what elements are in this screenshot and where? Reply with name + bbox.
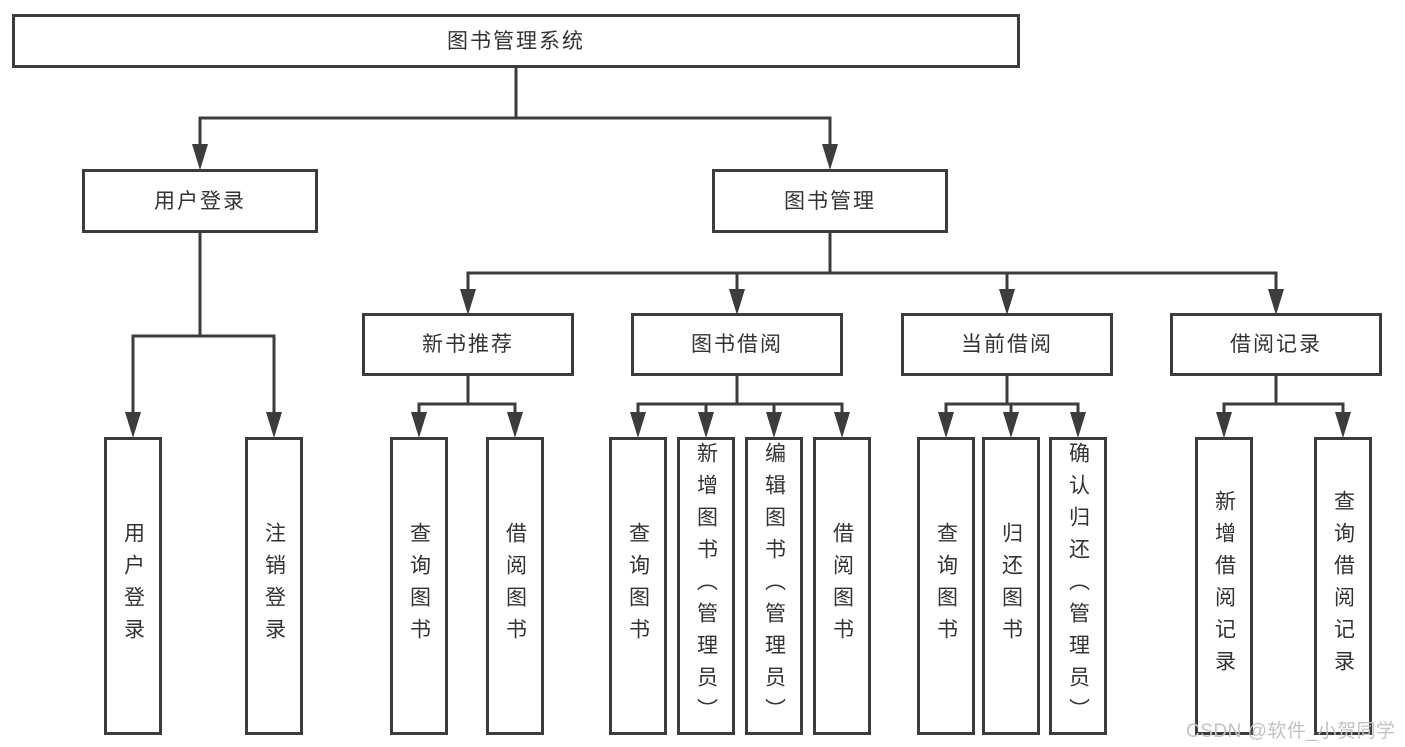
arrowhead-down-icon [999, 289, 1015, 315]
arrowhead-down-icon [125, 412, 141, 438]
node-user-login: 用户登录 [82, 169, 318, 233]
leaf-currentborrow-confirm-return-admin: 确认归还（管理员） [1049, 437, 1107, 735]
connector-root-to-level2 [192, 68, 838, 170]
node-book-borrow: 图书借阅 [631, 313, 843, 376]
leaf-bookborrow-borrow-books: 借阅图书 [813, 437, 871, 735]
node-label: 查询图书 [626, 522, 650, 650]
arrowhead-down-icon [266, 412, 282, 438]
arrowhead-down-icon [1070, 412, 1086, 438]
leaf-bookborrow-add-book-admin: 新增图书（管理员） [677, 437, 735, 735]
node-label: 图书管理系统 [447, 29, 585, 53]
node-borrow-records: 借阅记录 [1170, 313, 1382, 376]
arrowhead-down-icon [698, 412, 714, 438]
connector-line [417, 402, 517, 414]
csdn-watermark: CSDN @软件_小贺同学 [1186, 721, 1396, 742]
arrowhead-down-icon [1003, 412, 1019, 438]
leaf-bookborrow-edit-book-admin: 编辑图书（管理员） [745, 437, 803, 735]
connector-bookmgmt-to-level3 [460, 233, 1284, 315]
node-label: 图书借阅 [691, 333, 783, 356]
node-current-borrow: 当前借阅 [901, 313, 1113, 376]
arrowhead-down-icon [938, 412, 954, 438]
node-label: 新增图书（管理员） [694, 442, 718, 730]
arrowhead-down-icon [411, 412, 427, 438]
connector-currentborrow-to-leaves [938, 376, 1086, 438]
node-label: 借阅图书 [503, 522, 527, 650]
node-label: 编辑图书（管理员） [762, 442, 786, 730]
leaf-userlogin-login: 用户登录 [104, 437, 162, 735]
connector-line [198, 116, 832, 146]
arrowhead-down-icon [766, 412, 782, 438]
arrowhead-down-icon [1268, 289, 1284, 315]
arrowhead-down-icon [1216, 412, 1232, 438]
node-label: 图书管理 [784, 189, 876, 213]
connector-line [131, 334, 276, 414]
node-label: 用户登录 [121, 522, 145, 650]
leaf-currentborrow-query-books: 查询图书 [917, 437, 975, 735]
arrowhead-down-icon [630, 412, 646, 438]
node-label: 注销登录 [262, 522, 286, 650]
arrowhead-down-icon [1335, 412, 1351, 438]
node-label: 新增借阅记录 [1212, 490, 1236, 682]
arrowhead-down-icon [460, 289, 476, 315]
node-label: 查询图书 [407, 522, 431, 650]
arrowhead-down-icon [192, 144, 208, 170]
connector-line [636, 402, 844, 414]
arrowhead-down-icon [834, 412, 850, 438]
leaf-records-add-borrow-record: 新增借阅记录 [1195, 437, 1253, 735]
leaf-newbook-query-books: 查询图书 [390, 437, 448, 735]
node-label: 当前借阅 [961, 333, 1053, 356]
node-label: 查询借阅记录 [1331, 490, 1355, 682]
arrowhead-down-icon [822, 144, 838, 170]
connector-line [1222, 402, 1345, 414]
leaf-newbook-borrow-books: 借阅图书 [486, 437, 544, 735]
node-root-library-system: 图书管理系统 [12, 14, 1020, 68]
node-book-management: 图书管理 [712, 169, 948, 233]
connector-line [466, 271, 1278, 292]
arrowhead-down-icon [507, 412, 523, 438]
node-label: 借阅图书 [830, 522, 854, 650]
connector-userlogin-to-leaves [125, 233, 282, 438]
leaf-bookborrow-query-books: 查询图书 [609, 437, 667, 735]
node-label: 新书推荐 [422, 333, 514, 356]
node-new-book-recommend: 新书推荐 [362, 313, 574, 376]
node-label: 确认归还（管理员） [1066, 442, 1090, 730]
connector-newbook-to-leaves [411, 376, 523, 438]
connector-borrowrecords-to-leaves [1216, 376, 1351, 438]
node-label: 查询图书 [934, 522, 958, 650]
arrowhead-down-icon [729, 289, 745, 315]
node-label: 归还图书 [999, 522, 1023, 650]
node-label: 用户登录 [154, 189, 246, 213]
leaf-currentborrow-return-books: 归还图书 [982, 437, 1040, 735]
leaf-records-query-borrow-record: 查询借阅记录 [1314, 437, 1372, 735]
leaf-userlogin-logout: 注销登录 [245, 437, 303, 735]
node-label: 借阅记录 [1230, 333, 1322, 356]
connector-bookborrow-to-leaves [630, 376, 850, 438]
